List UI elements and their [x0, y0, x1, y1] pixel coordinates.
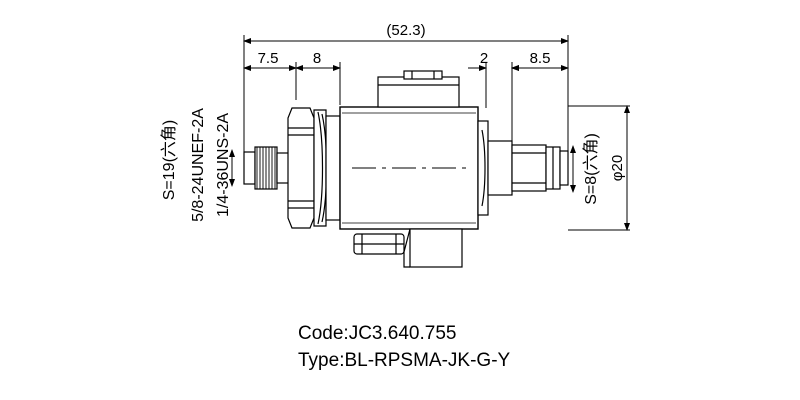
top-terminal [377, 70, 460, 108]
tail-length-label: 8.5 [530, 50, 551, 67]
bottom-terminal [353, 228, 463, 268]
left-hex-nut [287, 107, 341, 229]
overall-length-label: (52.3) [386, 22, 425, 39]
outer-thread-label: 5/8-24UNEF-2A [190, 108, 207, 222]
product-type: Type:BL-RPSMA-JK-G-Y [298, 350, 511, 371]
product-code: Code:JC3.640.755 [298, 323, 457, 344]
diameter-label: φ20 [609, 155, 626, 181]
right-hex-label: S=8(六角) [582, 133, 600, 205]
nut-length-label: 8 [313, 50, 321, 67]
gap-label: 2 [480, 50, 488, 67]
dimension-lines [229, 38, 630, 231]
left-hex-label: S=19(六角) [160, 120, 178, 200]
inner-thread-label: 1/4-36UNS-2A [215, 113, 232, 217]
thread-length-label: 7.5 [258, 50, 279, 67]
left-threaded-stub [243, 146, 292, 190]
main-body [339, 106, 479, 230]
right-connector [477, 120, 569, 216]
